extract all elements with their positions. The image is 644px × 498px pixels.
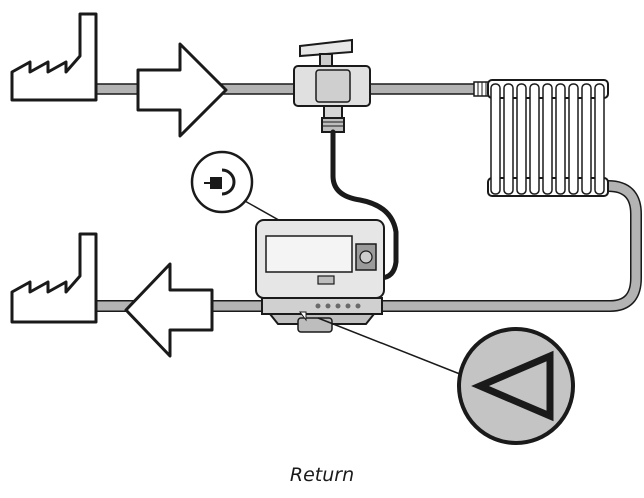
arrow-right-icon — [136, 42, 228, 138]
ball-valve-icon — [293, 38, 371, 133]
return-mounting-icon — [190, 150, 301, 233]
radiator-icon — [487, 79, 609, 197]
factory-icon — [10, 232, 98, 324]
radiator-connector — [473, 81, 491, 97]
factory-icon — [10, 12, 98, 102]
heat-meter-icon — [255, 219, 385, 333]
flow-triangle-icon — [317, 317, 575, 445]
return-pipe — [96, 180, 642, 312]
arrow-left-icon — [124, 262, 214, 358]
diagram-caption: Return — [289, 464, 355, 486]
sensor-cable — [330, 129, 399, 281]
